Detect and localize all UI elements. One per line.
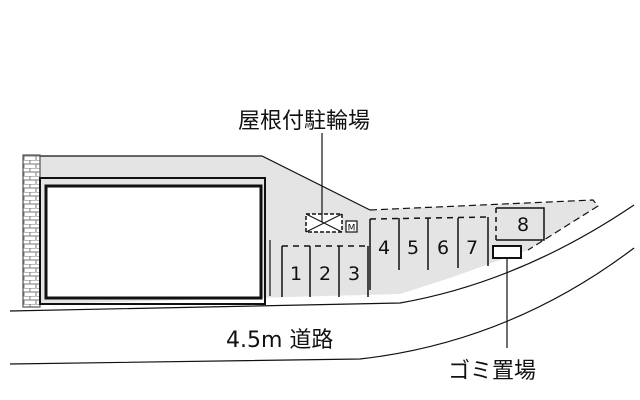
- parking-space-4: 4: [378, 237, 390, 259]
- parking-space-7: 7: [466, 237, 478, 259]
- road-edge-upper: [9, 204, 635, 312]
- parking-block-1-3: [281, 245, 369, 297]
- brick-wall: [22, 154, 41, 308]
- parking-space-1: 1: [290, 263, 302, 285]
- parking-space-8: 8: [517, 214, 529, 236]
- parking-space-3: 3: [348, 263, 360, 285]
- garbage-area-label: ゴミ置場: [448, 359, 536, 384]
- garbage-box: [492, 245, 522, 259]
- parking-block-4-7: [369, 216, 489, 290]
- parking-space-2: 2: [319, 263, 331, 285]
- roofed-bicycle-parking-label: 屋根付駐輪場: [238, 109, 370, 134]
- building-inner: [44, 184, 263, 300]
- road-label: 4.5m 道路: [226, 328, 333, 353]
- mailbox-symbol: M: [348, 224, 356, 234]
- mailbox-box: [345, 220, 358, 233]
- bicycle-parking-box: [305, 213, 343, 233]
- parking-space-6: 6: [437, 237, 449, 259]
- lot-boundary-left: [40, 155, 371, 211]
- lot-boundary-right: [369, 199, 599, 251]
- road-edge-lower: [9, 247, 635, 365]
- parking-block-8: [495, 207, 545, 241]
- building-outer: [39, 177, 266, 305]
- parking-space-5: 5: [407, 237, 419, 259]
